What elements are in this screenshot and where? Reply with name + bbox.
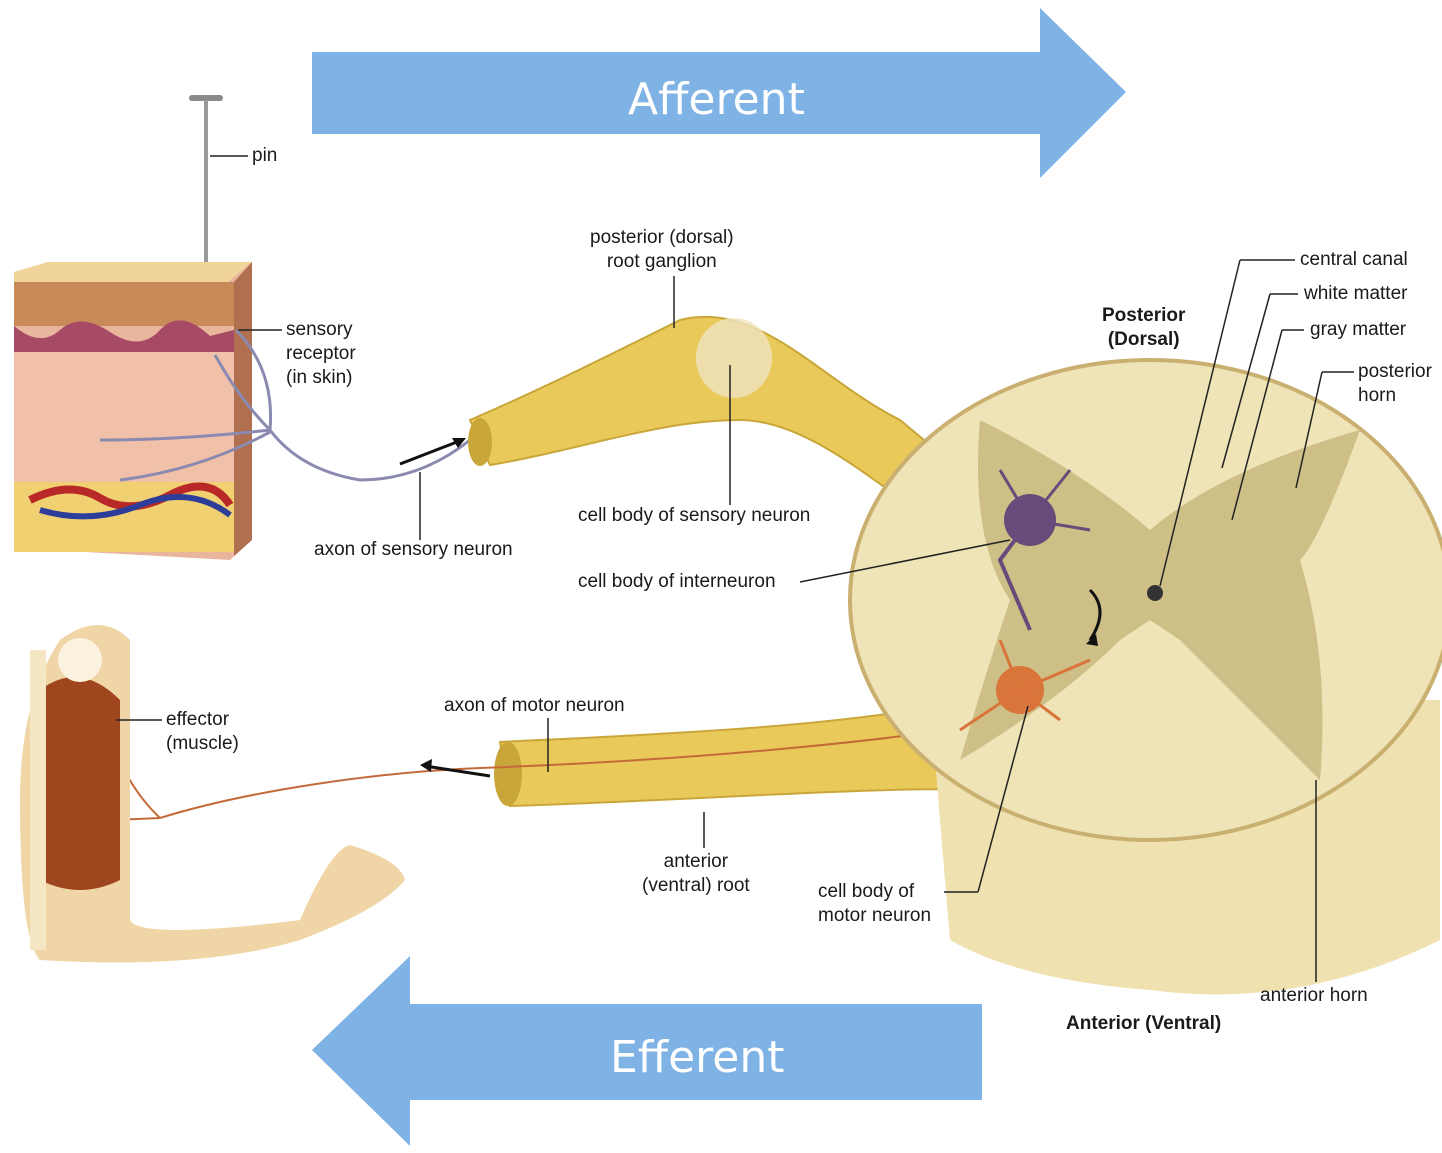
- anterior-horn-label: anterior horn: [1260, 984, 1368, 1008]
- central-canal-dot: [1147, 585, 1163, 601]
- posterior-dorsal-label: Posterior (Dorsal): [1102, 304, 1185, 352]
- axon-motor-label: axon of motor neuron: [444, 694, 625, 718]
- anterior-ventral-label: Anterior (Ventral): [1066, 1012, 1221, 1036]
- ganglion-label: posterior (dorsal) root ganglion: [590, 226, 734, 274]
- pin-label: pin: [252, 144, 277, 168]
- effector-label: effector (muscle): [166, 708, 239, 756]
- axon-sensory-label: axon of sensory neuron: [314, 538, 513, 562]
- afferent-label: Afferent: [628, 74, 805, 125]
- skin-block: [14, 262, 252, 560]
- anterior-root-label: anterior (ventral) root: [642, 850, 750, 898]
- sensory-receptor-label: sensory receptor (in skin): [286, 318, 356, 390]
- cell-body-motor-label: cell body of motor neuron: [818, 880, 931, 928]
- posterior-horn-label: posterior horn: [1358, 360, 1432, 408]
- efferent-label: Efferent: [610, 1032, 785, 1083]
- root-ganglion: [696, 318, 772, 398]
- white-matter-label: white matter: [1304, 282, 1407, 306]
- spinal-cord: [850, 360, 1442, 994]
- arm-muscle: [20, 625, 405, 963]
- central-canal-label: central canal: [1300, 248, 1408, 272]
- gray-matter-label: gray matter: [1310, 318, 1406, 342]
- cell-body-interneuron-label: cell body of interneuron: [578, 570, 776, 594]
- cell-body-sensory-label: cell body of sensory neuron: [578, 504, 810, 528]
